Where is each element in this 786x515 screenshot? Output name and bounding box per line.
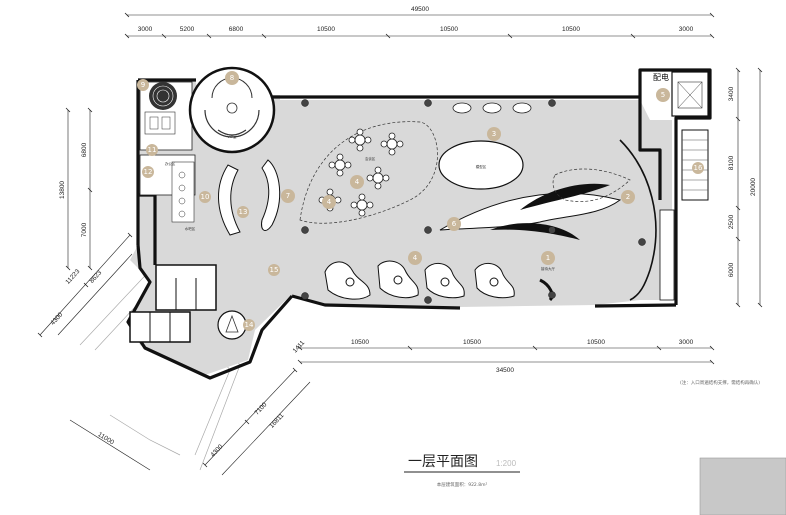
lower-diag-3: 4300: [209, 443, 224, 459]
svg-text:7: 7: [286, 192, 290, 200]
marker-8: 8: [225, 71, 239, 85]
marker-14: 14: [243, 319, 255, 331]
left-total-dim: 13800: [59, 181, 66, 199]
top-dim-6: 10500: [562, 26, 580, 33]
right-dim-2: 8100: [728, 155, 735, 170]
svg-text:10: 10: [201, 193, 210, 201]
right-dim-1: 3400: [728, 86, 735, 101]
lounge-pods: [452, 102, 532, 114]
svg-text:9: 9: [141, 81, 145, 89]
svg-text:1: 1: [546, 254, 550, 262]
marker-4a: 4: [350, 175, 364, 189]
svg-text:14: 14: [245, 321, 254, 329]
electrical-room: 配电: [653, 71, 709, 117]
curved-display: [261, 159, 281, 231]
left-diag-3: 4300: [49, 311, 64, 327]
bottom-dim-2: 10500: [463, 339, 481, 346]
left-diag-2: 8623: [88, 269, 103, 285]
top-dim-7: 3000: [679, 26, 694, 33]
title-block: 一层平面图 1:200 本层建筑面积：922.8m²: [404, 454, 520, 488]
svg-text:5: 5: [661, 91, 665, 99]
columns: [301, 99, 646, 304]
restrooms: [129, 264, 247, 343]
marker-1: 1: [541, 251, 555, 265]
marker-3: 3: [487, 127, 501, 141]
right-dimensions: 3400 8100 2500 6000 20000: [728, 67, 763, 308]
marker-13: 13: [237, 206, 249, 218]
structure-note: (注：入口周遍结构支撑，需结构再确认): [680, 379, 760, 386]
bar-counter: [218, 164, 241, 236]
bottom-total-dim: 34500: [496, 367, 514, 374]
marker-16: 16: [692, 162, 704, 174]
right-total-dim: 20000: [750, 178, 757, 196]
marker-10: 10: [199, 191, 211, 203]
plan-subtitle: 本层建筑面积：922.8m²: [437, 481, 488, 488]
svg-text:13: 13: [239, 208, 248, 216]
reception-curves: [439, 139, 657, 302]
marker-15: 15: [268, 264, 280, 276]
svg-text:11: 11: [148, 146, 157, 154]
left-diag-1: 11223: [64, 268, 81, 286]
marker-11: 11: [146, 144, 158, 156]
top-dim-1: 3000: [138, 26, 153, 33]
marker-7: 7: [281, 189, 295, 203]
top-dim-2: 5200: [180, 26, 195, 33]
marker-4c: 4: [322, 195, 336, 209]
bottom-dim-3: 10500: [587, 339, 605, 346]
bottom-dim-4: 3000: [679, 339, 694, 346]
top-dim-5: 10500: [440, 26, 458, 33]
marker-5: 5: [656, 88, 670, 102]
vip-room: [139, 81, 193, 151]
marker-12: 12: [142, 166, 154, 178]
right-stairs: [659, 129, 709, 301]
lower-diag-2: 16811: [268, 412, 285, 430]
bottom-left-diag: 11000: [96, 431, 115, 446]
label-model: 模型区: [476, 164, 487, 169]
left-dimensions: 13800 6800 7000 11223 8623 4300: [37, 107, 133, 338]
marker-4b: 4: [408, 251, 422, 265]
svg-text:4: 4: [355, 178, 360, 186]
label-office: 办公区: [165, 161, 176, 166]
svg-text:4: 4: [327, 198, 332, 206]
marker-6: 6: [447, 217, 461, 231]
svg-text:16: 16: [694, 164, 703, 172]
svg-text:12: 12: [144, 168, 153, 176]
svg-text:3: 3: [492, 130, 496, 138]
right-dim-3: 2500: [728, 214, 735, 229]
exterior-walls: [126, 68, 712, 380]
label-vip: VIP室: [227, 134, 237, 139]
hatch-block: [699, 457, 786, 515]
bottom-dim-1: 10500: [351, 339, 369, 346]
seating-pods: [324, 260, 515, 300]
left-dim-2: 7000: [81, 222, 88, 237]
plan-scale: 1:200: [496, 459, 517, 468]
plan-title: 一层平面图: [408, 454, 478, 470]
label-water-bar: 水吧区: [185, 226, 196, 231]
lower-diag-4: 1411: [292, 339, 307, 354]
electrical-room-label: 配电: [653, 72, 669, 82]
svg-text:8: 8: [230, 74, 234, 82]
left-dim-1: 6800: [81, 142, 88, 157]
top-dim-3: 6800: [229, 26, 244, 33]
zone-markers: 1 2 3 4 4 4 5 6 7 8 9 10 11 12 13 14 15 …: [137, 71, 704, 331]
round-meeting-room: [188, 66, 276, 154]
room-labels: 接待大厅 洽谈区 模型区 水吧区 VIP室 办公区: [165, 134, 556, 271]
right-dim-4: 6000: [728, 262, 735, 277]
top-total-dim: 49500: [411, 6, 429, 13]
marker-2: 2: [621, 190, 635, 204]
main-floor: [130, 80, 672, 375]
svg-text:4: 4: [413, 254, 418, 262]
model-table: [438, 140, 524, 190]
top-dim-4: 10500: [317, 26, 335, 33]
svg-text:15: 15: [270, 266, 279, 274]
marker-9: 9: [137, 79, 149, 91]
negotiation-zone: [299, 121, 438, 224]
svg-text:2: 2: [626, 193, 630, 201]
label-negotiation: 洽谈区: [365, 156, 376, 161]
label-reception: 接待大厅: [541, 266, 555, 271]
lower-diag-1: 7100: [253, 401, 268, 417]
svg-text:6: 6: [452, 220, 457, 228]
top-dimensions: 49500 3000 5200 6800 10500 10500 10500 3…: [124, 6, 715, 39]
